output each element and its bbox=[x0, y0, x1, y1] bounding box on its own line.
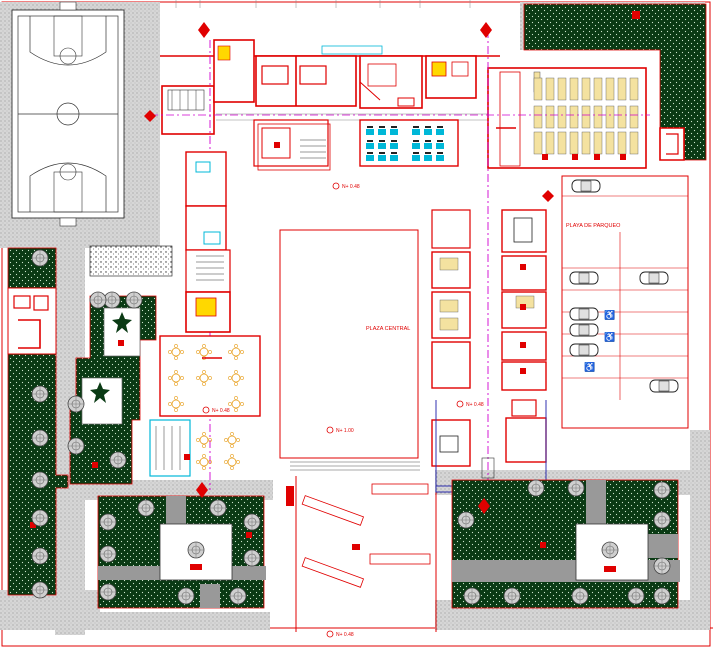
cafeteria bbox=[149, 335, 261, 477]
wheelchair-icon: ♿ ♿ ♿ bbox=[584, 309, 615, 372]
svg-text:♿: ♿ bbox=[584, 361, 595, 372]
parking-lot: PLAYA DE PARQUEO ♿ ♿ ♿ bbox=[561, 175, 689, 429]
level-marker-3: N+ 0.48 bbox=[466, 402, 484, 408]
svg-text:♿: ♿ bbox=[604, 331, 615, 342]
basketball-court bbox=[11, 1, 125, 227]
level-marker-1: N+ 0.48 bbox=[342, 184, 360, 190]
plaza-central: PLAZA CENTRAL bbox=[279, 229, 437, 632]
level-markers: N+ 0.48 N+ 0.48 N+ 0.48 N+ 1.00 N+ 0.48 bbox=[202, 182, 484, 638]
level-marker-2: N+ 0.48 bbox=[212, 408, 230, 414]
bottom-right-garden bbox=[451, 479, 680, 609]
bottom-left-garden bbox=[97, 495, 266, 609]
entrance-arrows bbox=[144, 22, 554, 514]
svg-text:♿: ♿ bbox=[604, 309, 615, 320]
parking-label: PLAYA DE PARQUEO bbox=[566, 223, 621, 229]
level-marker-4: N+ 1.00 bbox=[336, 428, 354, 434]
auditorium bbox=[487, 67, 685, 169]
building-left-wing bbox=[185, 123, 331, 333]
left-gardens bbox=[7, 247, 157, 596]
building-top bbox=[160, 39, 500, 167]
level-marker-5: N+ 0.48 bbox=[336, 632, 354, 638]
plaza-central-label: PLAZA CENTRAL bbox=[366, 326, 410, 332]
building-right-wing bbox=[431, 209, 547, 493]
